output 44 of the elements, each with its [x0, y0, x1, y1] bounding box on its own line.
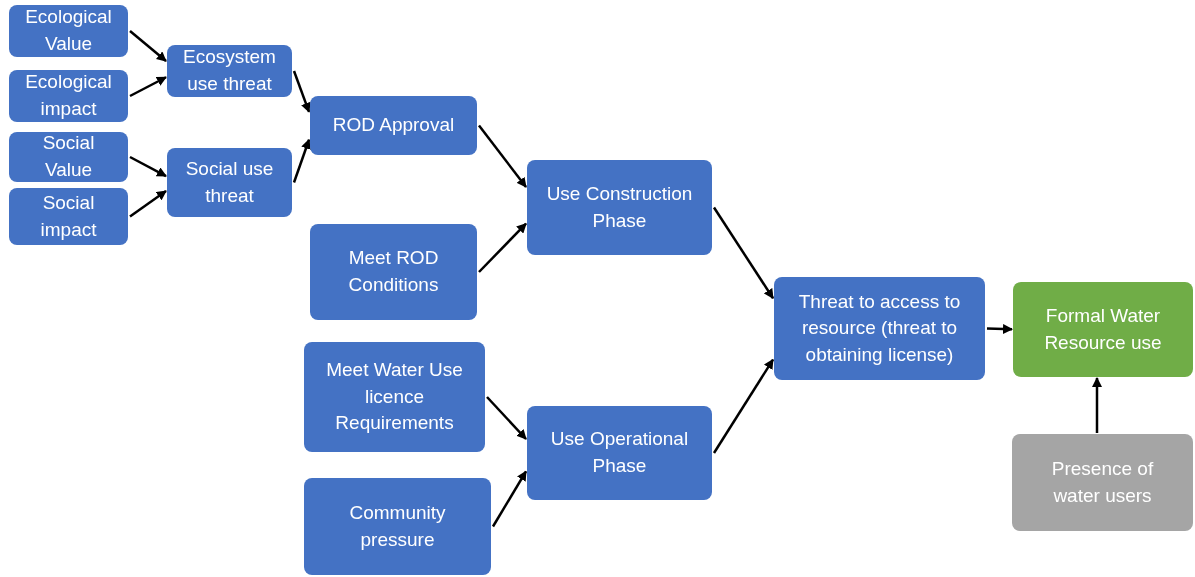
- node-label: Formal Water Resource use: [1043, 303, 1163, 355]
- process-box: [9, 70, 128, 122]
- arrow: [486, 396, 527, 440]
- process-box: [527, 406, 712, 500]
- node-label: Use Construction Phase: [545, 181, 694, 233]
- process-box: [9, 132, 128, 182]
- process-box: [304, 478, 491, 575]
- arrow: [292, 138, 311, 183]
- node-label: Ecosystem use threat: [182, 45, 277, 96]
- process-box: [167, 148, 292, 217]
- process-box: [9, 5, 128, 57]
- node-label: Meet Water Use licence Requirements: [325, 358, 464, 436]
- context-box: [1012, 434, 1193, 531]
- arrow: [478, 222, 527, 273]
- process-box: [304, 342, 485, 452]
- node-label: Presence of water users: [1050, 456, 1155, 508]
- process-box: [167, 45, 292, 97]
- node-label: Ecological impact: [24, 70, 113, 121]
- arrow: [129, 189, 167, 218]
- arrow: [491, 470, 528, 528]
- process-box: [527, 160, 712, 255]
- arrow: [129, 76, 167, 98]
- process-box: [310, 224, 477, 320]
- node-label: Use Operational Phase: [549, 427, 690, 478]
- node-label: Social impact: [39, 190, 98, 242]
- arrow: [712, 206, 775, 300]
- arrow: [129, 30, 167, 62]
- process-box: [774, 277, 985, 380]
- arrow: [292, 70, 311, 113]
- arrow: [478, 124, 527, 188]
- arrow: [712, 358, 775, 454]
- node-label: Threat to access to resource (threat to obtaining license): [797, 289, 962, 367]
- node-label: Social use threat: [184, 156, 275, 208]
- node-label: Community pressure: [348, 500, 447, 552]
- node-label: Social Value: [41, 131, 96, 182]
- arrow: [986, 324, 1013, 334]
- arrow: [1092, 377, 1102, 433]
- arrow: [129, 155, 167, 178]
- node-label: ROD Approval: [332, 113, 455, 138]
- outcome-box: [1013, 282, 1193, 377]
- node-label: Meet ROD Conditions: [347, 246, 440, 297]
- process-box: [9, 188, 128, 245]
- process-box: [310, 96, 477, 155]
- node-label: Ecological Value: [24, 5, 113, 56]
